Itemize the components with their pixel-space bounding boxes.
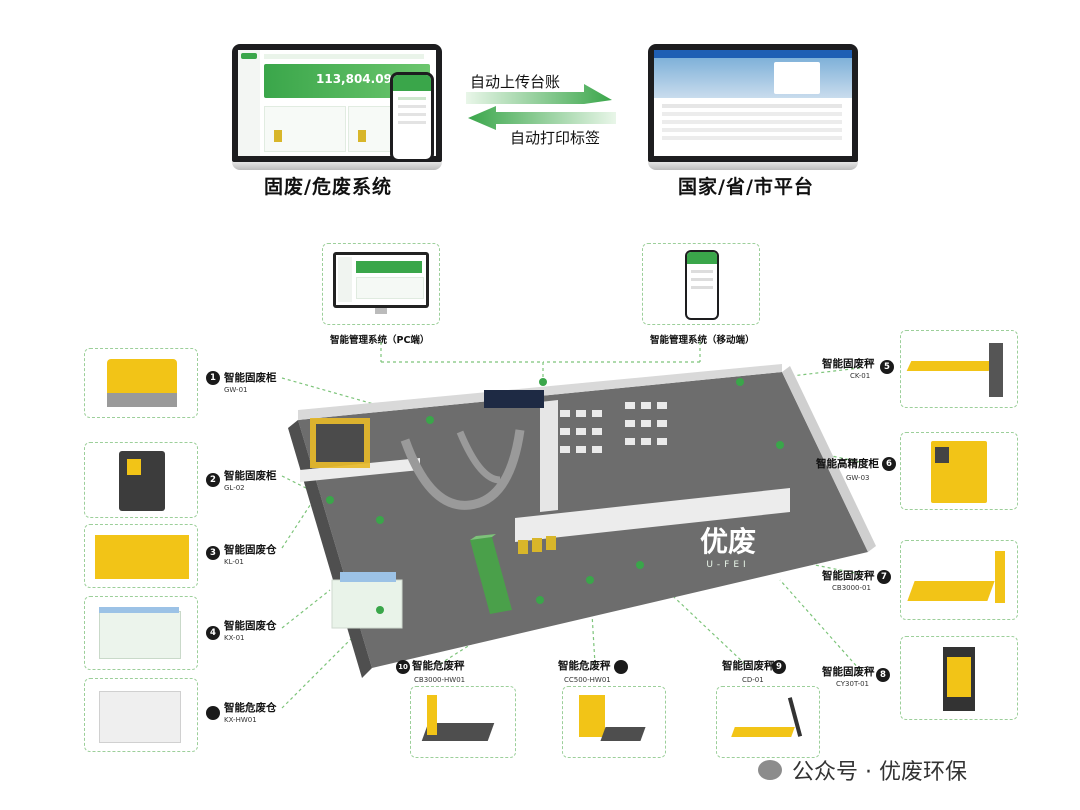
- device-box-cc500hw: [562, 686, 666, 758]
- device-label: 智能危废仓: [224, 702, 277, 714]
- device-tag-8: 8: [876, 668, 890, 682]
- device-number: [614, 660, 628, 674]
- device-label: 智能固废柜: [224, 372, 277, 384]
- device-number: 7: [877, 570, 891, 584]
- device-number: 6: [882, 457, 896, 471]
- device-label: 智能固废柜: [224, 470, 277, 482]
- device-label: 智能危废秤: [558, 660, 611, 672]
- device-number: 2: [206, 473, 220, 487]
- device-box-cd01: [716, 686, 820, 758]
- device-code: CB3000-HW01: [414, 676, 466, 684]
- device-box-cy30t: [900, 636, 1018, 720]
- left-system-title: 固废/危废系统: [264, 176, 392, 198]
- mobile-system-box: [642, 243, 760, 325]
- device-code: KX-01: [224, 634, 245, 642]
- device-code: GL-02: [224, 484, 245, 492]
- brand-logo: 优废 U-FEI: [700, 520, 756, 570]
- device-tag-6: 6: [882, 457, 896, 471]
- device-tag-4: 4: [206, 626, 220, 640]
- pc-system-box: [322, 243, 440, 325]
- device-code: CB3000-01: [832, 584, 871, 592]
- device-tag-7: 7: [877, 570, 891, 584]
- device-box-ck01: [900, 330, 1018, 408]
- device-label: 智能固废秤: [822, 358, 875, 370]
- device-label: 智能固废仓: [224, 544, 277, 556]
- brand-sub: U-FEI: [706, 560, 750, 570]
- device-box-cb3000hw: [410, 686, 516, 758]
- device-number: [206, 706, 220, 720]
- brand-name: 优废: [700, 525, 757, 558]
- print-label: 自动打印标签: [510, 129, 601, 147]
- right-system-title: 国家/省/市平台: [678, 176, 814, 198]
- device-code: CK-01: [850, 372, 871, 380]
- print-arrow-shape: [468, 106, 616, 130]
- device-tag-5: 5: [880, 360, 894, 374]
- device-tag-2: 2: [206, 473, 220, 487]
- device-tag-10b: [614, 660, 628, 674]
- device-number: 1: [206, 371, 220, 385]
- phone-device: [390, 72, 434, 162]
- device-label: 智能固废仓: [224, 620, 277, 632]
- device-number: 4: [206, 626, 220, 640]
- device-label: 智能固废秤: [822, 666, 875, 678]
- device-tag-1: 1: [206, 371, 220, 385]
- device-label: 智能固废秤: [822, 570, 875, 582]
- device-code: CD-01: [742, 676, 764, 684]
- device-tag-3: 3: [206, 546, 220, 560]
- device-code: KL-01: [224, 558, 244, 566]
- device-label: 智能高精度柜: [816, 458, 879, 470]
- device-box-kx01: [84, 596, 198, 670]
- device-box-kxhw01: [84, 678, 198, 752]
- upload-arrow-shape: [466, 84, 612, 104]
- device-box-gw03: [900, 432, 1018, 510]
- device-tag-10a: 10: [396, 660, 410, 674]
- device-box-kl01: [84, 524, 198, 588]
- device-box-gw01: [84, 348, 198, 418]
- right-laptop: [648, 44, 858, 170]
- device-number: 5: [880, 360, 894, 374]
- mobile-caption: 智能管理系统（移动端）: [650, 335, 755, 346]
- device-tag-kxhw01: [206, 706, 220, 720]
- dashboard-value: 113,804.09: [316, 72, 392, 86]
- device-code: CY30T-01: [836, 680, 870, 688]
- device-box-cb3000: [900, 540, 1018, 620]
- pc-caption: 智能管理系统（PC端）: [330, 335, 430, 346]
- wechat-icon: [758, 760, 782, 780]
- device-number: 10: [396, 660, 410, 674]
- device-number: 3: [206, 546, 220, 560]
- device-code: KX-HW01: [224, 716, 257, 724]
- device-code: GW-03: [846, 474, 870, 482]
- device-number: 9: [772, 660, 786, 674]
- watermark: 公众号 · 优废环保: [758, 754, 967, 786]
- device-label: 智能固废秤: [722, 660, 775, 672]
- device-tag-9: 9: [772, 660, 786, 674]
- device-code: GW-01: [224, 386, 248, 394]
- device-number: 8: [876, 668, 890, 682]
- sync-arrows: [466, 84, 616, 130]
- device-box-gl02: [84, 442, 198, 518]
- device-label: 智能危废秤: [412, 660, 465, 672]
- watermark-text: 公众号 · 优废环保: [792, 760, 967, 785]
- upload-label: 自动上传台账: [470, 73, 561, 91]
- device-code: CC500-HW01: [564, 676, 611, 684]
- platform-screen: [654, 50, 852, 156]
